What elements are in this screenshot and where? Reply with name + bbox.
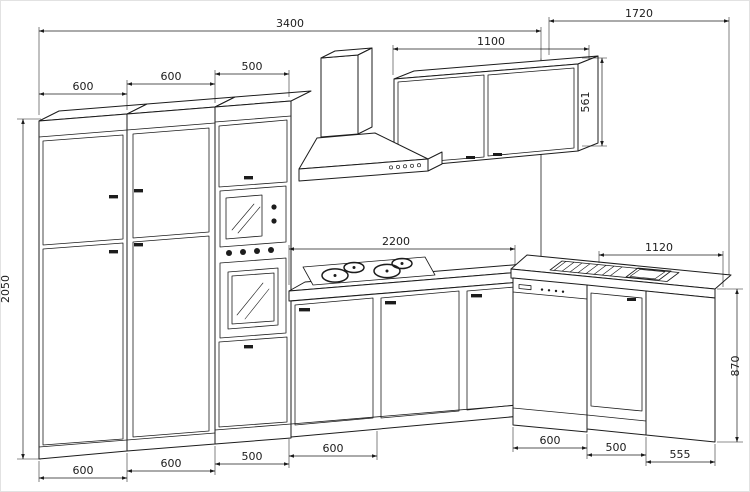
dim-bottom-unit-4: 600	[323, 442, 344, 455]
cooktop	[302, 256, 436, 286]
dim-right-unit-1: 600	[540, 434, 561, 447]
oven-knob-row	[226, 247, 274, 256]
microwave-knob	[271, 218, 277, 224]
dim-counter-run: 2200	[382, 235, 410, 248]
dim-bottom-unit-1: 600	[73, 464, 94, 477]
end-panel	[645, 290, 716, 443]
sink-base-cabinet	[586, 284, 647, 436]
door-handle	[109, 195, 118, 199]
burner	[343, 261, 365, 274]
door-handle	[471, 294, 482, 298]
dim-total-height: 2050	[1, 275, 12, 303]
door-handle	[627, 298, 636, 301]
dishwasher	[512, 277, 588, 433]
oven-tower	[214, 90, 312, 445]
burner	[321, 268, 349, 283]
dim-wall-cab-height: 561	[579, 92, 592, 113]
door-handle	[299, 308, 310, 312]
base-cabinets-left	[290, 281, 522, 438]
dimension-lines	[17, 17, 743, 482]
dim-right-counter: 1120	[645, 241, 673, 254]
burner	[373, 263, 401, 279]
dishwasher-display	[518, 284, 532, 291]
dim-top-unit-1: 600	[73, 80, 94, 93]
door-handle	[244, 345, 253, 349]
door-handle	[244, 176, 253, 180]
door-handle	[109, 250, 118, 254]
dim-wall-cab-width: 1100	[477, 35, 505, 48]
range-hood	[298, 47, 443, 182]
drainer-hatching	[553, 261, 623, 277]
door-handle	[134, 189, 143, 193]
dim-right-unit-2: 500	[606, 441, 627, 454]
wall-cabinets	[393, 55, 599, 169]
burner	[391, 257, 413, 270]
dim-right-total: 1720	[625, 7, 653, 20]
sink	[549, 260, 680, 282]
door-handle	[385, 301, 396, 305]
microwave	[219, 185, 287, 248]
dim-total-width: 3400	[276, 17, 304, 30]
dim-top-unit-3: 500	[242, 60, 263, 73]
door-handle	[493, 153, 502, 156]
tall-cabinet-2	[126, 96, 236, 452]
dishwasher-buttons	[540, 288, 565, 293]
dim-right-unit-3: 555	[670, 448, 691, 461]
dim-bottom-unit-3: 500	[242, 450, 263, 463]
dim-base-height: 870	[729, 356, 742, 377]
hood-buttons	[389, 163, 421, 170]
dimension-labels: 3400 1720 1100 561 600 600 500 2050 2200…	[1, 7, 742, 477]
oven	[219, 257, 287, 339]
door-handle	[466, 156, 475, 159]
dim-bottom-unit-2: 600	[161, 457, 182, 470]
door-handle	[134, 243, 143, 247]
microwave-knob	[271, 204, 277, 210]
sink-basin	[625, 267, 672, 281]
dim-top-unit-2: 600	[161, 70, 182, 83]
